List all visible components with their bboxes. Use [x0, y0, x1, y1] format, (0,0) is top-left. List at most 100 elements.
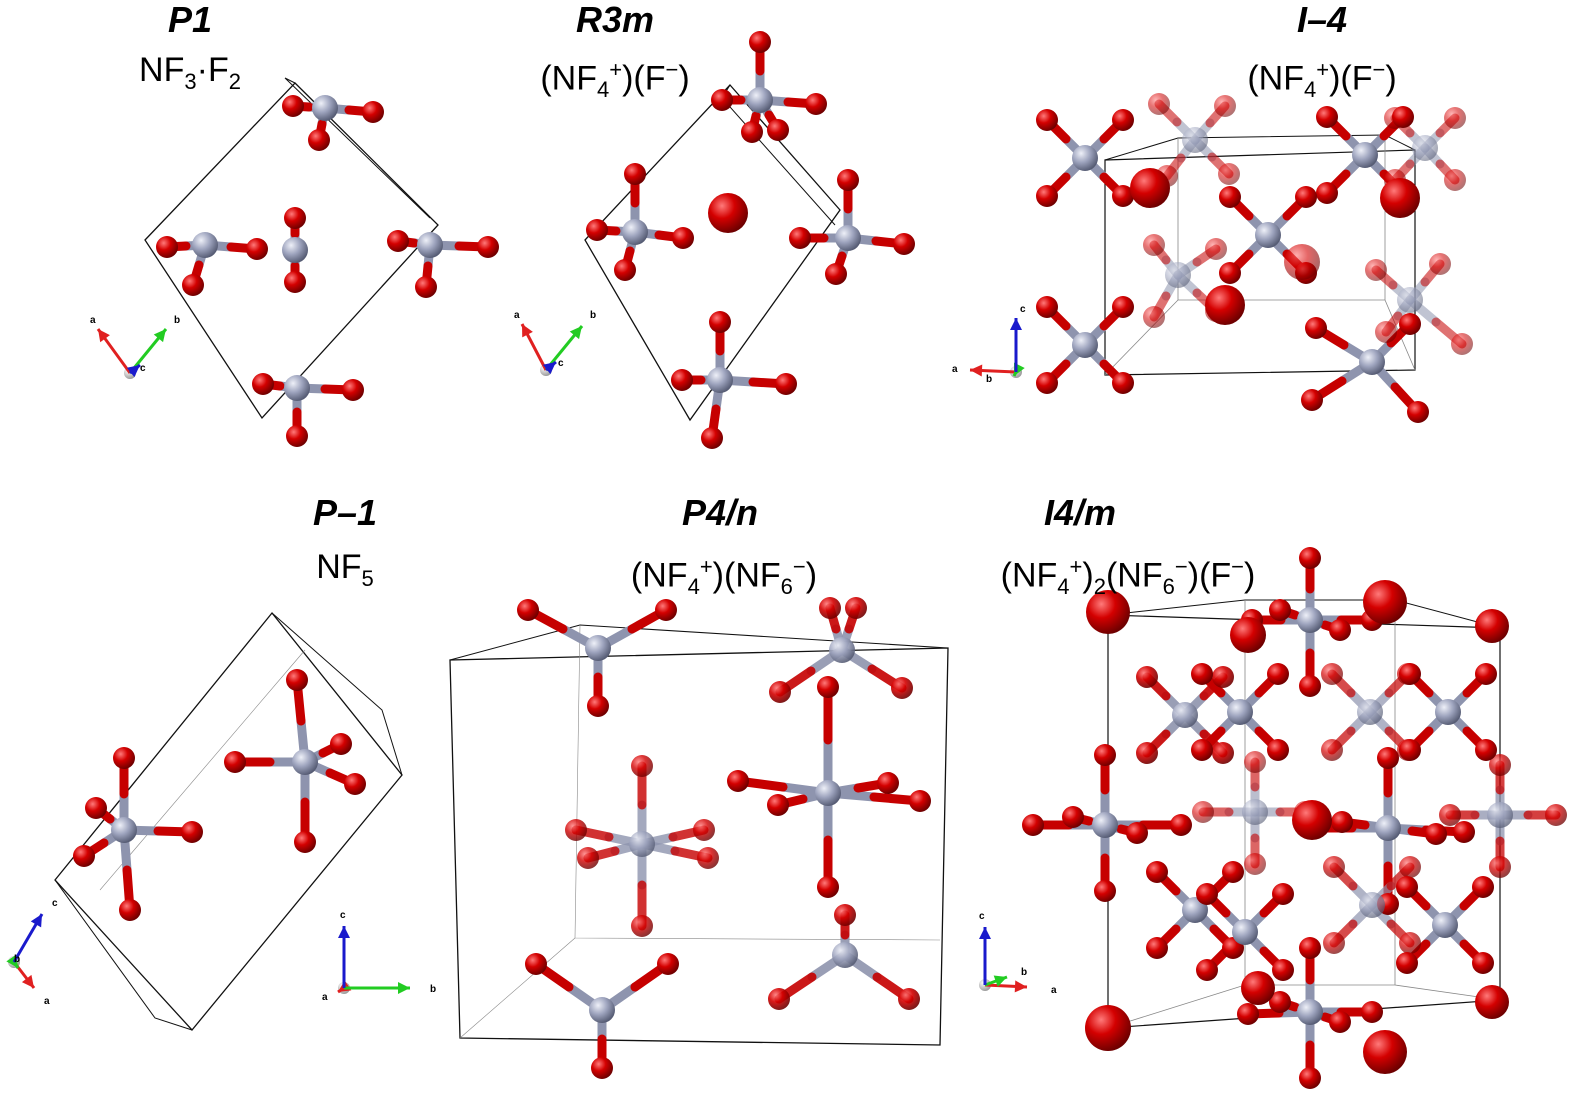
formula-part: 6 [1162, 574, 1175, 600]
fluorine-atom [1267, 663, 1289, 685]
fluorine-atom [693, 819, 715, 841]
fluorine-atom [1363, 1030, 1407, 1074]
nitrogen-atom [284, 375, 310, 401]
fluorine-atom [565, 819, 587, 841]
nitrogen-atom [1227, 699, 1253, 725]
axis-arrow-head [542, 362, 556, 375]
fluorine-atom [1146, 937, 1168, 959]
fluorine-atom [415, 276, 437, 298]
nitrogen-atom [292, 749, 318, 775]
fluorine-atom [181, 821, 203, 843]
fluorine-atom [624, 163, 646, 185]
nitrogen-atom [1165, 262, 1191, 288]
axis-arrow-head [398, 982, 410, 994]
fluorine-atom [1192, 801, 1214, 823]
axis-arrow-head [970, 364, 983, 377]
axis-arrow-head [993, 975, 1007, 987]
fluorine-atom [1094, 744, 1116, 766]
nitrogen-atom [1432, 912, 1458, 938]
fluorine-atom [727, 770, 749, 792]
fluorine-atom [1316, 182, 1338, 204]
formula-part: (NF [1247, 59, 1304, 98]
fluorine-atom [119, 899, 141, 921]
fluorine-atom [631, 755, 653, 777]
fluorine-atom [769, 681, 791, 703]
unit-cell-edge [1177, 135, 1386, 301]
nitrogen-atom [1352, 142, 1378, 168]
formula-part: NF [316, 548, 362, 586]
fluorine-atom [1295, 186, 1317, 208]
fluorine-atom [308, 129, 330, 151]
fluorine-atom [708, 193, 748, 233]
fluorine-atom [113, 747, 135, 769]
axis-arrow-head [1014, 980, 1027, 993]
unit-cell-edge [1104, 134, 1416, 161]
nitrogen-atom [1182, 127, 1208, 153]
fluorine-atom [286, 425, 308, 447]
fluorine-atom [73, 845, 95, 867]
fluorine-atom [1361, 1001, 1383, 1023]
fluorine-atom [1272, 883, 1294, 905]
formula-part: ) [678, 59, 690, 98]
nitrogen-atom [1172, 702, 1198, 728]
fluorine-atom [1472, 952, 1494, 974]
fluorine-atom [1299, 547, 1321, 569]
fluorine-atom [1143, 234, 1165, 256]
fluorine-atom [246, 238, 268, 260]
fluorine-atom [1329, 619, 1351, 641]
axis-label-b: b [1021, 967, 1027, 978]
axis-label-a: a [514, 310, 520, 321]
fluorine-atom [586, 219, 608, 241]
fluorine-atom [1475, 609, 1509, 643]
fluorine-atom [1399, 932, 1421, 954]
fluorine-atom [891, 677, 913, 699]
axis-label-b: b [590, 310, 596, 321]
fluorine-atom [1146, 861, 1168, 883]
unit-cell-edge [1107, 599, 1501, 629]
space-group-label-p1: P1 [167, 0, 213, 40]
fluorine-atom [1112, 185, 1134, 207]
fluorine-atom [893, 233, 915, 255]
fluorine-atom [877, 772, 899, 794]
fluorine-atom [1086, 590, 1130, 634]
fluorine-atom [224, 751, 246, 773]
fluorine-atom [1321, 739, 1343, 761]
fluorine-atom [1380, 178, 1420, 218]
fluorine-atom [768, 988, 790, 1010]
nitrogen-atom [1255, 222, 1281, 248]
nitrogen-atom [1072, 145, 1098, 171]
formula-part: + [1316, 57, 1330, 82]
fluorine-atom [1244, 853, 1266, 875]
axis-arrow-head [569, 326, 582, 340]
formula-part: ) [1385, 59, 1397, 98]
axis-label-b: b [430, 984, 436, 995]
axis-label-c: c [558, 358, 564, 369]
fluorine-atom [1375, 321, 1397, 343]
fluorine-atom [672, 227, 694, 249]
fluorine-atom [1267, 739, 1289, 761]
formula-part: (NF [1105, 556, 1163, 595]
fluorine-atom [284, 271, 306, 293]
fluorine-atom [1136, 666, 1158, 688]
fluorine-atom [898, 988, 920, 1010]
formula-part: 2 [228, 68, 241, 94]
nitrogen-atom [622, 219, 648, 245]
fluorine-atom [1219, 186, 1241, 208]
fluorine-atom [362, 101, 384, 123]
fluorine-atom [749, 31, 771, 53]
nitrogen-atom [417, 232, 443, 258]
fluorine-atom [182, 274, 204, 296]
nitrogen-atom [815, 780, 841, 806]
fluorine-atom [1439, 804, 1461, 826]
unit-cell-edge [54, 879, 193, 1031]
formula-part: − [792, 554, 806, 579]
formula-part: (NF [1000, 556, 1058, 595]
space-group-label-i-4: I–4 [1296, 0, 1348, 40]
fluorine-atom [817, 876, 839, 898]
axis-arrow-head [98, 329, 110, 343]
formula-label-r3m: (NF4+)(F−) [540, 50, 689, 110]
fluorine-atom [1130, 168, 1170, 208]
fluorine-atom [387, 230, 409, 252]
nitrogen-atom [829, 637, 855, 663]
